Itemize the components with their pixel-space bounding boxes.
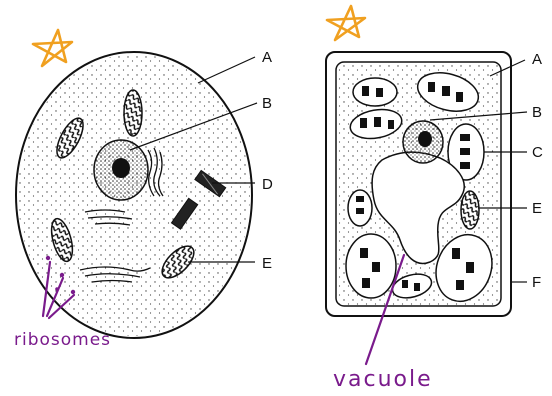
plant-nucleolus [418, 131, 432, 147]
plant-label-b: B [532, 104, 542, 121]
plant-labels: A B C E F [532, 51, 543, 291]
animal-label-e: E [262, 255, 272, 272]
animal-nucleolus [112, 158, 130, 178]
animal-label-d: D [262, 176, 273, 193]
plant-cell: A B C E F [326, 51, 543, 316]
star-icon [33, 30, 72, 66]
plant-label-a: A [532, 51, 542, 68]
plant-label-e: E [532, 200, 542, 217]
star-icon [327, 6, 365, 40]
plant-label-c: C [532, 144, 543, 161]
animal-label-a: A [262, 49, 272, 66]
animal-label-b: B [262, 95, 272, 112]
vacuole-annotation: vacuole [333, 367, 433, 392]
animal-labels: A B D E [262, 49, 273, 272]
plant-label-f: F [532, 274, 541, 291]
plant-mitochondrion [461, 191, 479, 229]
ribosomes-annotation: ribosomes [14, 330, 111, 350]
animal-cell: A B D E [16, 49, 273, 338]
